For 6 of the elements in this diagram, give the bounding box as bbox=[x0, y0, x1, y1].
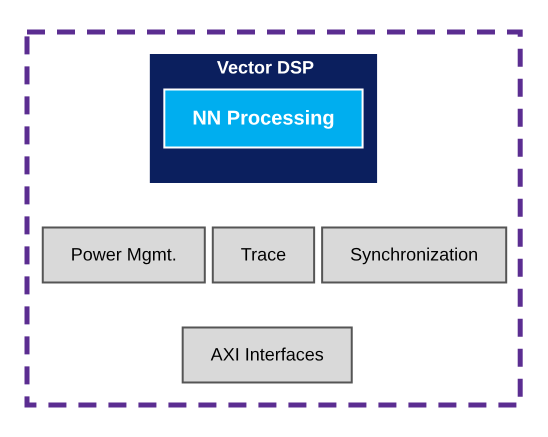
node-box: AXI Interfaces bbox=[182, 326, 354, 384]
cluster bbox=[24, 30, 524, 408]
node-box: NN Processing bbox=[164, 88, 364, 148]
node-box: Synchronization bbox=[322, 226, 508, 284]
node-box: Trace bbox=[212, 226, 316, 284]
node-box: Power Mgmt. bbox=[42, 226, 206, 284]
